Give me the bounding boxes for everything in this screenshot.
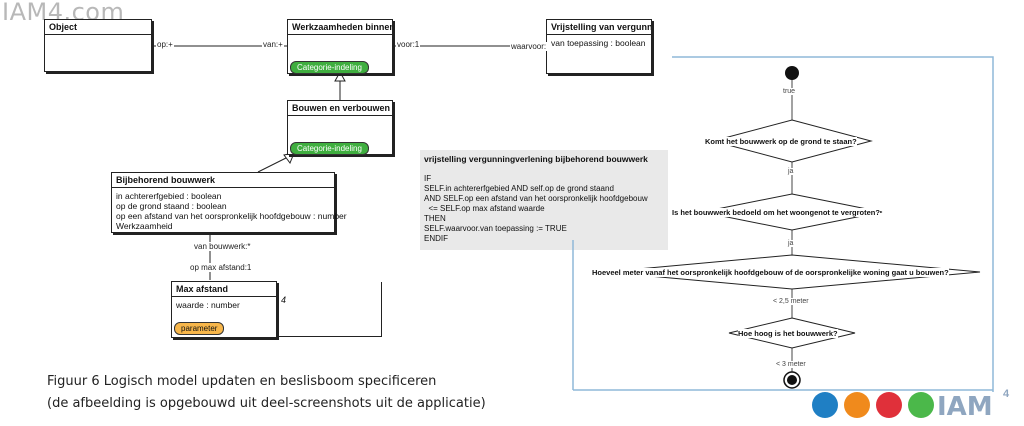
category-tag: Categorie-indeling	[290, 61, 369, 74]
class-bouwen[interactable]: Bouwen en verbouwen Categorie-indeling	[287, 100, 393, 155]
rule-line: <= SELF.op max afstand waarde	[424, 204, 545, 213]
flow-answer-3: < 2,5 meter	[773, 298, 809, 305]
rule-note[interactable]: vrijstelling vergunningverlening bijbeho…	[420, 150, 668, 250]
class-object-title: Object	[45, 20, 151, 35]
class-max-afstand[interactable]: Max afstand waarde : number parameter	[171, 281, 277, 338]
rule-line: AND SELF.op een afstand van het oorspron…	[424, 194, 648, 203]
class-object[interactable]: Object	[44, 19, 152, 72]
class-bijbehorend-title: Bijbehorend bouwwerk	[112, 173, 334, 188]
caption-line-1: Figuur 6 Logisch model updaten en beslis…	[47, 374, 437, 389]
rule-line: THEN	[424, 214, 446, 223]
class-vrijstelling[interactable]: Vrijstelling van vergunnin van toepassin…	[546, 19, 652, 74]
rule-title: vrijstelling vergunningverlening bijbeho…	[424, 154, 648, 164]
parameter-tag: parameter	[174, 322, 225, 335]
attr-item: op een afstand van het oorspronkelijk ho…	[116, 211, 347, 221]
rule-line: ENDIF	[424, 234, 448, 243]
rule-line: IF	[424, 174, 432, 183]
logo-circle-red-icon	[876, 392, 902, 418]
logo-circle-orange-icon	[844, 392, 870, 418]
class-bijbehorend[interactable]: Bijbehorend bouwwerk in achtererfgebied …	[111, 172, 347, 234]
flow-answer-1: ja	[788, 168, 794, 175]
rule-line: SELF.waarvoor.van toepassing := TRUE	[424, 224, 567, 233]
logo-circle-green-icon	[908, 392, 934, 418]
attr-list: in achtererfgebied : boolean op de grond…	[112, 188, 347, 234]
flow-answer-2: ja	[788, 240, 794, 247]
caption-line-2: (de afbeelding is opgebouwd uit deel-scr…	[47, 396, 486, 411]
assoc-label-van-bouwwerk: van bouwwerk:*	[193, 242, 252, 251]
attr-van-toepassing: van toepassing : boolean	[551, 38, 646, 48]
category-tag: Categorie-indeling	[290, 142, 369, 155]
logo-superscript: 4	[1003, 388, 1010, 400]
value-cell[interactable]: 4	[277, 282, 382, 337]
flow-question-3[interactable]: Hoeveel meter vanaf het oorspronkelijk h…	[592, 268, 949, 277]
flow-question-4[interactable]: Hoe hoog is het bouwwerk?	[738, 329, 838, 338]
class-bouwen-title: Bouwen en verbouwen	[288, 101, 392, 116]
assoc-label-van: van:+	[262, 40, 284, 49]
attr-waarde: waarde : number	[176, 300, 240, 310]
attr-item: Werkzaamheid	[116, 221, 173, 231]
flow-label-start: true	[783, 88, 796, 95]
logo-text: IAM	[937, 392, 993, 422]
assoc-label-waarvoor: waarvoor:	[510, 42, 548, 51]
max-afstand-value: 4	[281, 295, 287, 305]
class-werkzaamheden[interactable]: Werkzaamheden binnen - Categorie-indelin…	[287, 19, 393, 74]
logo-circle-blue-icon	[812, 392, 838, 418]
class-vrijstelling-title: Vrijstelling van vergunnin	[547, 20, 651, 35]
flow-question-1[interactable]: Komt het bouwwerk op de grond te staan?	[705, 137, 857, 146]
flow-question-2[interactable]: Is het bouwwerk bedoeld om het woongenot…	[672, 208, 880, 217]
attr-item: in achtererfgebied : boolean	[116, 191, 222, 201]
attr-item: op de grond staand : boolean	[116, 201, 227, 211]
flow-answer-4: < 3 meter	[776, 361, 806, 368]
assoc-label-voor: voor:1	[396, 40, 421, 49]
rule-line: SELF.in achtererfgebied AND self.op de g…	[424, 184, 614, 193]
assoc-label-op-max-afstand: op max afstand:1	[189, 263, 253, 272]
class-werkzaamheden-title: Werkzaamheden binnen -	[288, 20, 392, 35]
class-max-afstand-title: Max afstand	[172, 282, 276, 297]
assoc-label-op: op:+	[156, 40, 174, 49]
start-node	[785, 66, 799, 80]
